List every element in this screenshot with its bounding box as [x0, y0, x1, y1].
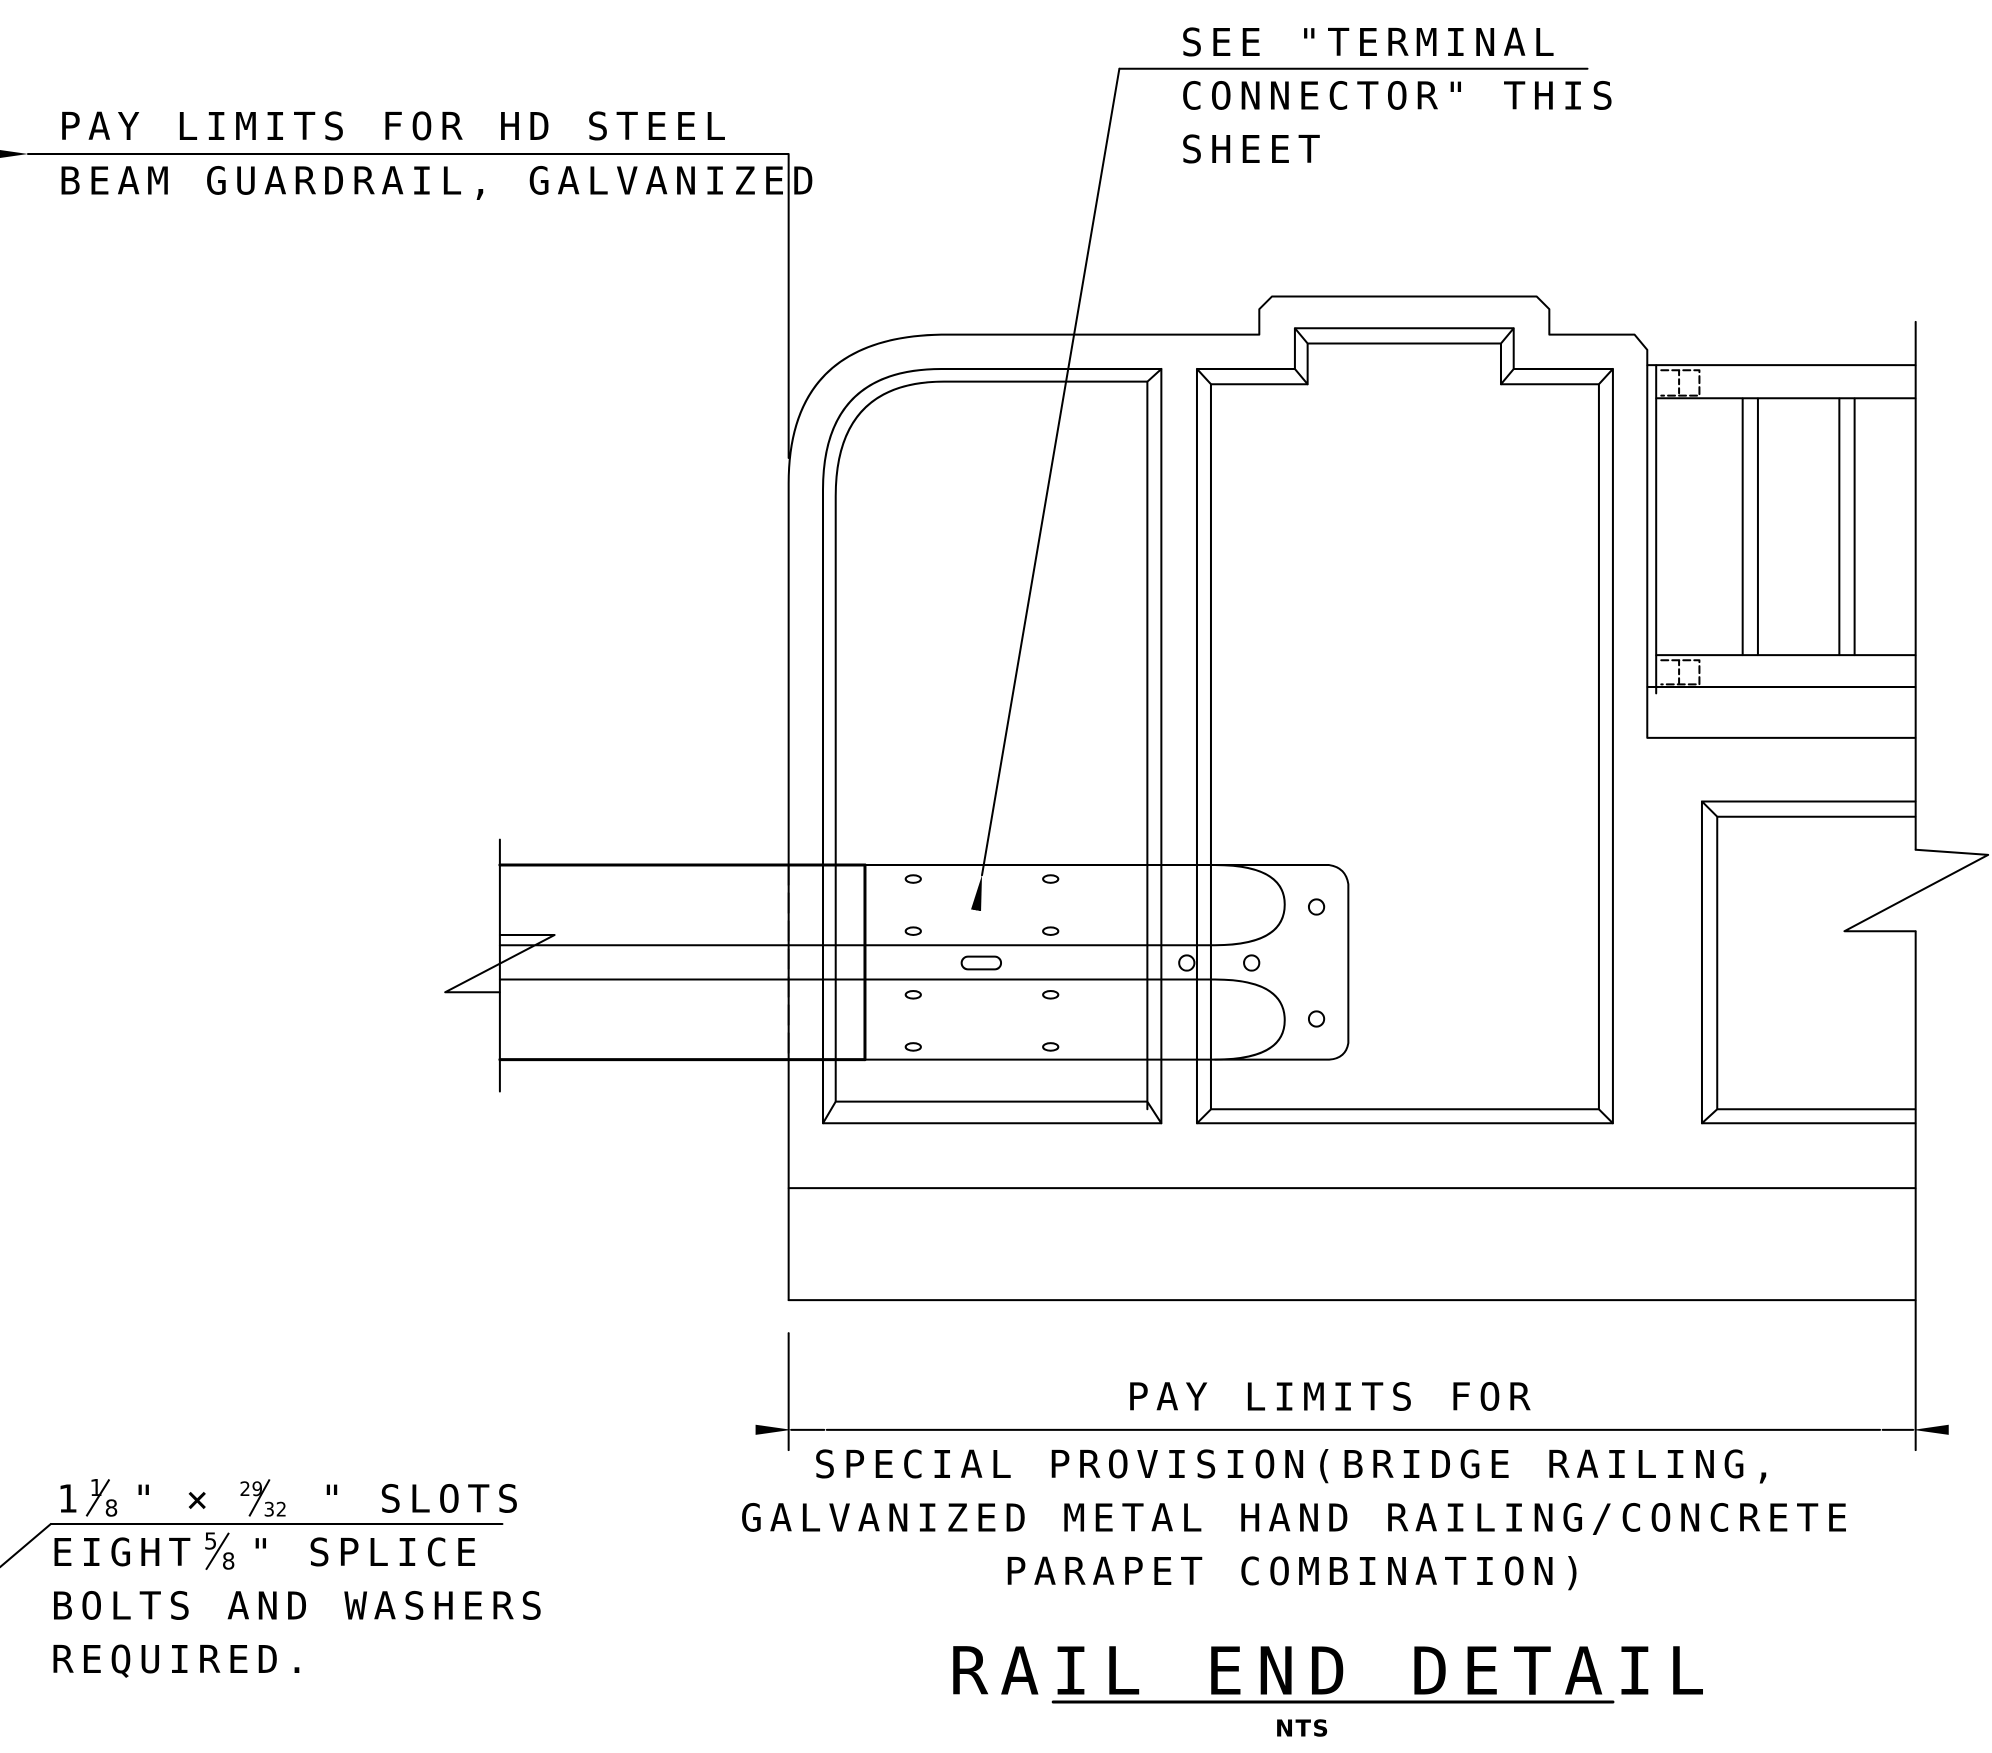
- hd-steel-pay-limits-note: PAY LIMITS FOR HD STEEL BEAM GUARDRAIL, …: [59, 105, 822, 204]
- slots-note-leader: [0, 1524, 502, 1567]
- slots-label: " SLOTS: [321, 1478, 526, 1522]
- scale-note: NTS: [1275, 1716, 1330, 1742]
- required-line: REQUIRED.: [51, 1638, 315, 1682]
- hd-note-line-1: PAY LIMITS FOR HD STEEL: [59, 105, 734, 149]
- bolt-diameter-numerator: 5: [204, 1529, 219, 1555]
- special-provision-dimension: [755, 1333, 1949, 1450]
- hd-steel-pay-limit-leader: [0, 148, 789, 458]
- right-recess-panel: [1702, 801, 1916, 1123]
- terminal-note-line-1: SEE "TERMINAL: [1180, 21, 1561, 65]
- detail-title: RAIL END DETAIL: [949, 1633, 1718, 1710]
- hd-note-line-2: BEAM GUARDRAIL, GALVANIZED: [59, 160, 822, 204]
- terminal-connector-leader: [971, 69, 1587, 912]
- terminal-connector: [865, 865, 1348, 1060]
- slots-note: 1 1 8 " × 29 32 " SLOTS EIGHT 5 8 " SPLI…: [51, 1476, 550, 1682]
- parapet-outline: [789, 296, 1989, 1450]
- terminal-note-line-2: CONNECTOR" THIS: [1180, 74, 1620, 118]
- special-provision-note: PAY LIMITS FOR SPECIAL PROVISION(BRIDGE …: [740, 1376, 1855, 1594]
- slot-length-denominator: 8: [104, 1496, 119, 1522]
- slot-width-denominator: 32: [263, 1499, 287, 1521]
- guardrail-beam: [445, 840, 865, 1092]
- splice-label: " SPLICE: [249, 1531, 484, 1575]
- bolts-line: BOLTS AND WASHERS: [51, 1584, 550, 1628]
- bolt-diameter-denominator: 8: [221, 1550, 236, 1576]
- special-note-line-1: PAY LIMITS FOR: [1126, 1376, 1537, 1420]
- slot-length-fraction-bar: [86, 1479, 109, 1516]
- slot-length-numerator: 1: [89, 1476, 104, 1502]
- slot-width-fraction-bar: [249, 1479, 269, 1516]
- terminal-note-line-3: SHEET: [1180, 128, 1327, 172]
- special-note-line-2: SPECIAL PROVISION(BRIDGE RAILING,: [813, 1443, 1781, 1487]
- terminal-connector-note: SEE "TERMINAL CONNECTOR" THIS SHEET: [1180, 21, 1620, 172]
- slots-times-sign: ×: [186, 1478, 215, 1522]
- metal-hand-railing: [1647, 365, 1915, 693]
- eight-label: EIGHT: [51, 1531, 198, 1575]
- left-recess-panel: [823, 369, 1161, 1123]
- special-note-line-4: PARAPET COMBINATION): [1004, 1550, 1591, 1594]
- special-note-line-3: GALVANIZED METAL HAND RAILING/CONCRETE: [740, 1497, 1855, 1541]
- bolt-diameter-fraction-bar: [206, 1533, 229, 1570]
- slot-length-inch-mark: ": [132, 1478, 161, 1522]
- slot-width-numerator: 29: [239, 1479, 263, 1501]
- slot-length-whole: 1: [56, 1478, 85, 1522]
- center-recess-panel: [1197, 328, 1613, 1123]
